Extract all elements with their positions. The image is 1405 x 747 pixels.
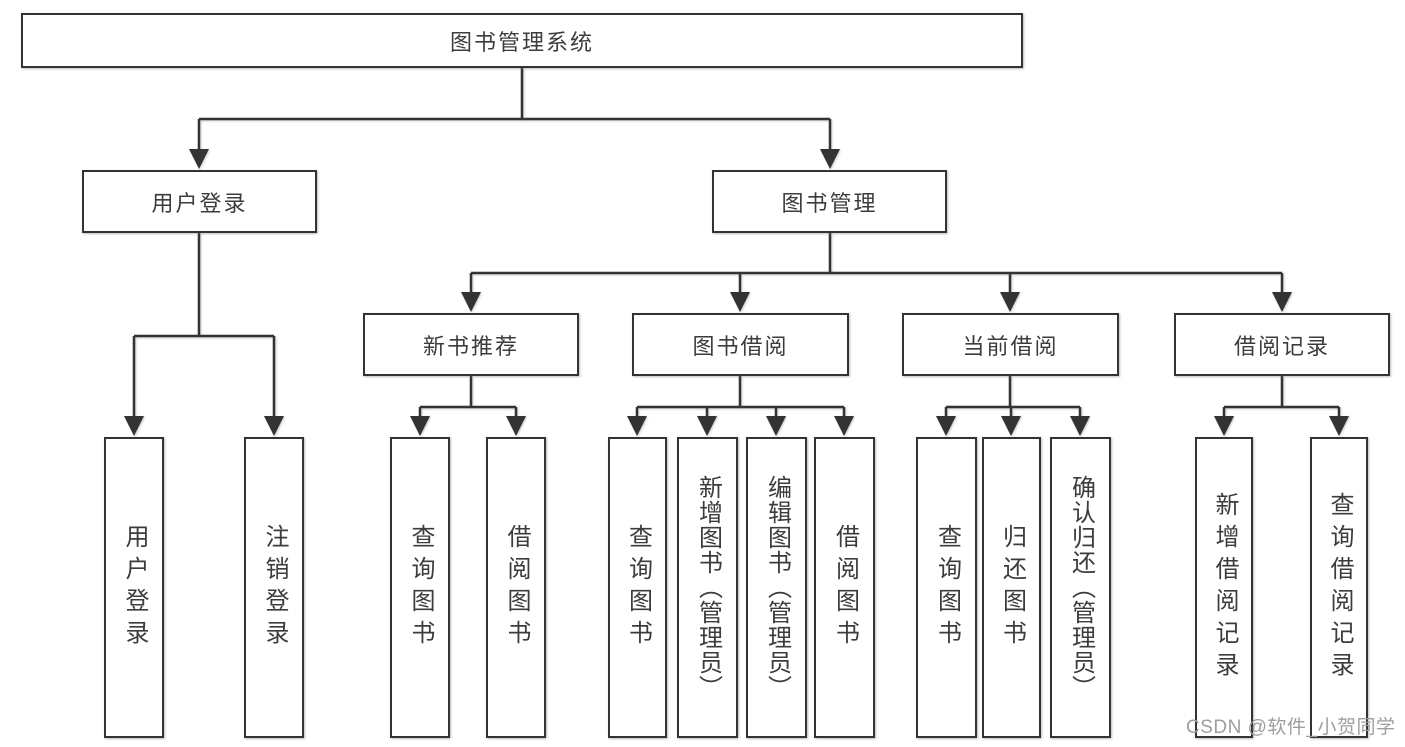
leaf-borrow-books-borrowing-label: 借阅图书 [831, 523, 859, 652]
leaf-borrow-books-recommend: 借阅图书 [486, 437, 546, 738]
leaf-query-books-current: 查询图书 [916, 437, 977, 738]
leaf-query-borrow-record: 查询借阅记录 [1310, 437, 1368, 738]
node-book-management-label: 图书管理 [781, 190, 878, 216]
leaf-borrow-books-borrowing: 借阅图书 [814, 437, 875, 738]
leaf-confirm-return-admin-label: 确认归还（管理员） [1067, 475, 1095, 700]
connector-skeleton [134, 68, 1339, 409]
csdn-watermark: CSDN @软件_小贺同学 [1186, 717, 1396, 738]
node-library-system: 图书管理系统 [21, 13, 1023, 68]
leaf-query-books-borrowing: 查询图书 [608, 437, 667, 738]
leaf-user-login-label: 用户登录 [121, 523, 148, 652]
node-book-borrowing: 图书借阅 [632, 313, 849, 376]
node-book-borrowing-label: 图书借阅 [692, 333, 789, 359]
leaf-return-books-label: 归还图书 [998, 523, 1026, 652]
node-new-book-recommendation-label: 新书推荐 [422, 333, 519, 359]
leaf-borrow-books-recommend-label: 借阅图书 [503, 523, 530, 652]
leaf-add-borrow-record-label: 新增借阅记录 [1211, 491, 1238, 684]
node-current-borrowing-label: 当前借阅 [962, 333, 1059, 359]
leaf-return-books: 归还图书 [982, 437, 1041, 738]
leaf-confirm-return-admin: 确认归还（管理员） [1050, 437, 1111, 738]
node-library-system-label: 图书管理系统 [449, 29, 594, 55]
leaf-query-books-current-label: 查询图书 [933, 523, 961, 652]
leaf-logout-label: 注销登录 [261, 523, 288, 652]
leaf-query-borrow-record-label: 查询借阅记录 [1326, 491, 1353, 684]
node-borrowing-records: 借阅记录 [1174, 313, 1390, 376]
node-book-management: 图书管理 [712, 170, 947, 233]
leaf-logout: 注销登录 [244, 437, 304, 738]
node-user-login-label: 用户登录 [151, 190, 248, 216]
leaf-query-books-borrowing-label: 查询图书 [624, 523, 652, 652]
leaf-edit-book-admin: 编辑图书（管理员） [746, 437, 807, 738]
node-current-borrowing: 当前借阅 [902, 313, 1119, 376]
node-new-book-recommendation: 新书推荐 [363, 313, 579, 376]
leaf-query-books-recommend: 查询图书 [390, 437, 450, 738]
leaf-add-book-admin-label: 新增图书（管理员） [694, 475, 722, 700]
leaf-edit-book-admin-label: 编辑图书（管理员） [763, 475, 791, 700]
leaf-add-borrow-record: 新增借阅记录 [1195, 437, 1253, 738]
leaf-add-book-admin: 新增图书（管理员） [677, 437, 738, 738]
leaf-user-login: 用户登录 [104, 437, 164, 738]
node-borrowing-records-label: 借阅记录 [1233, 333, 1330, 359]
leaf-query-books-recommend-label: 查询图书 [407, 523, 434, 652]
node-user-login: 用户登录 [82, 170, 317, 233]
